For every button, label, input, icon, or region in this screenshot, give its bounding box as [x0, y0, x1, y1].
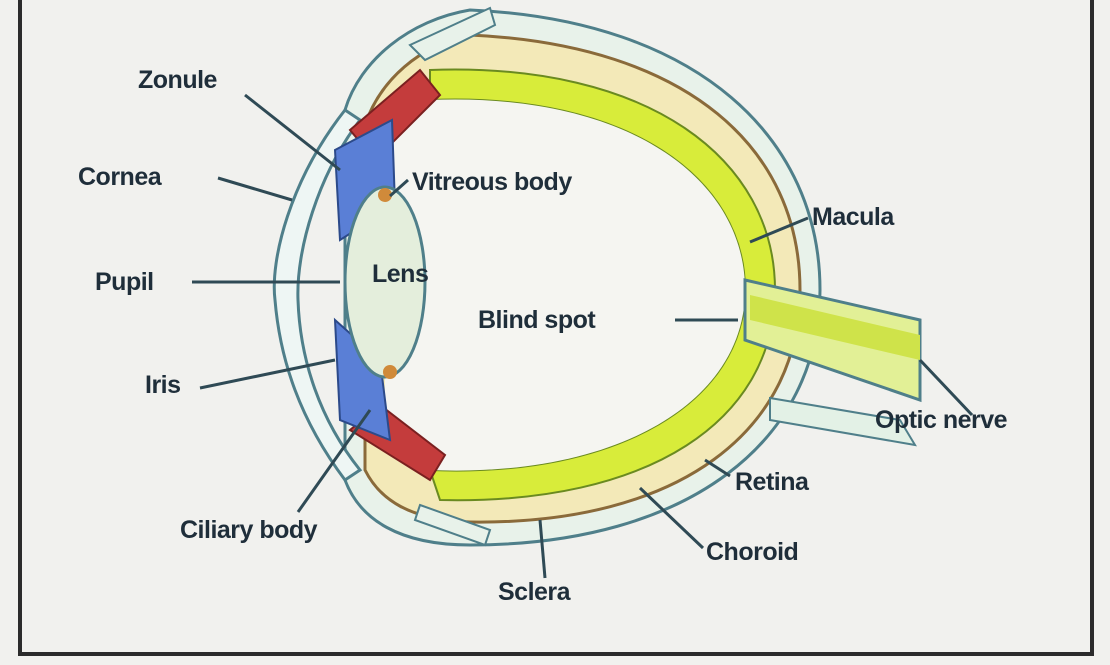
cornea-leader: [218, 178, 292, 200]
zonule-leader: [245, 95, 340, 170]
label-choroid: Choroid: [706, 538, 798, 566]
label-macula: Macula: [812, 203, 895, 231]
label-pupil: Pupil: [95, 268, 154, 296]
label-zonule: Zonule: [138, 66, 218, 94]
label-vitreous-body: Vitreous body: [412, 168, 572, 196]
label-optic-nerve: Optic nerve: [875, 406, 1008, 434]
label-cornea: Cornea: [78, 163, 163, 191]
lens-lower-knot: [383, 365, 397, 379]
label-lens: Lens: [372, 260, 428, 288]
iris-leader: [200, 360, 335, 388]
label-retina: Retina: [735, 468, 810, 496]
label-iris: Iris: [145, 371, 181, 399]
label-sclera: Sclera: [498, 578, 572, 606]
label-blind-spot: Blind spot: [478, 306, 596, 334]
label-ciliary-body: Ciliary body: [180, 516, 318, 544]
